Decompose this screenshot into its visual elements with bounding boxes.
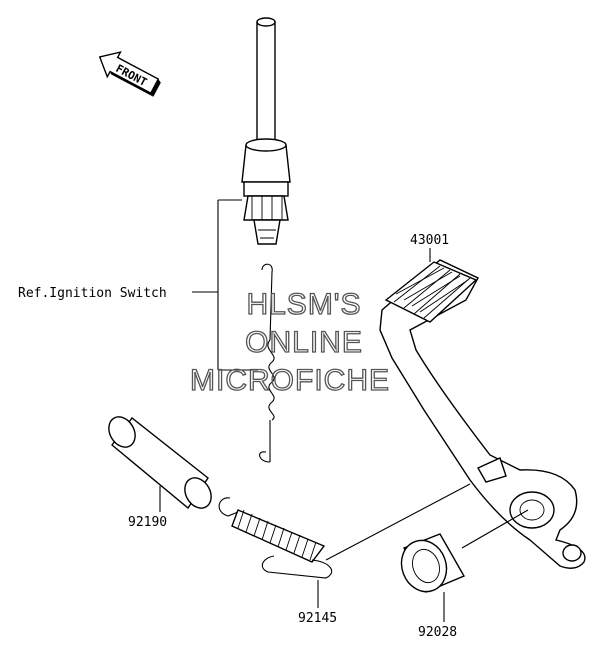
sleeve-92190 [108, 416, 212, 510]
bushing-92028 [400, 533, 465, 593]
spring-92145 [218, 497, 333, 579]
switch-spring [259, 263, 275, 463]
watermark: HLSM'S ONLINE MICROFICHE [189, 287, 390, 397]
reference-label: Ref.Ignition Switch [18, 286, 167, 301]
brake-pedal [379, 259, 586, 569]
part-number-92190: 92190 [128, 515, 167, 530]
pedal-tread [384, 261, 478, 323]
leader-lines [159, 248, 529, 622]
rear-brake-light-switch [241, 17, 291, 245]
reference-bracket [192, 199, 258, 371]
part-number-43001: 43001 [410, 233, 449, 248]
watermark-line1: HLSM'S [246, 288, 361, 321]
part-number-92028: 92028 [418, 625, 457, 640]
part-number-92145: 92145 [298, 611, 337, 626]
front-arrow-icon: FRONT [98, 51, 161, 97]
watermark-line3: MICROFICHE [190, 364, 390, 397]
watermark-line2: ONLINE [245, 326, 363, 359]
